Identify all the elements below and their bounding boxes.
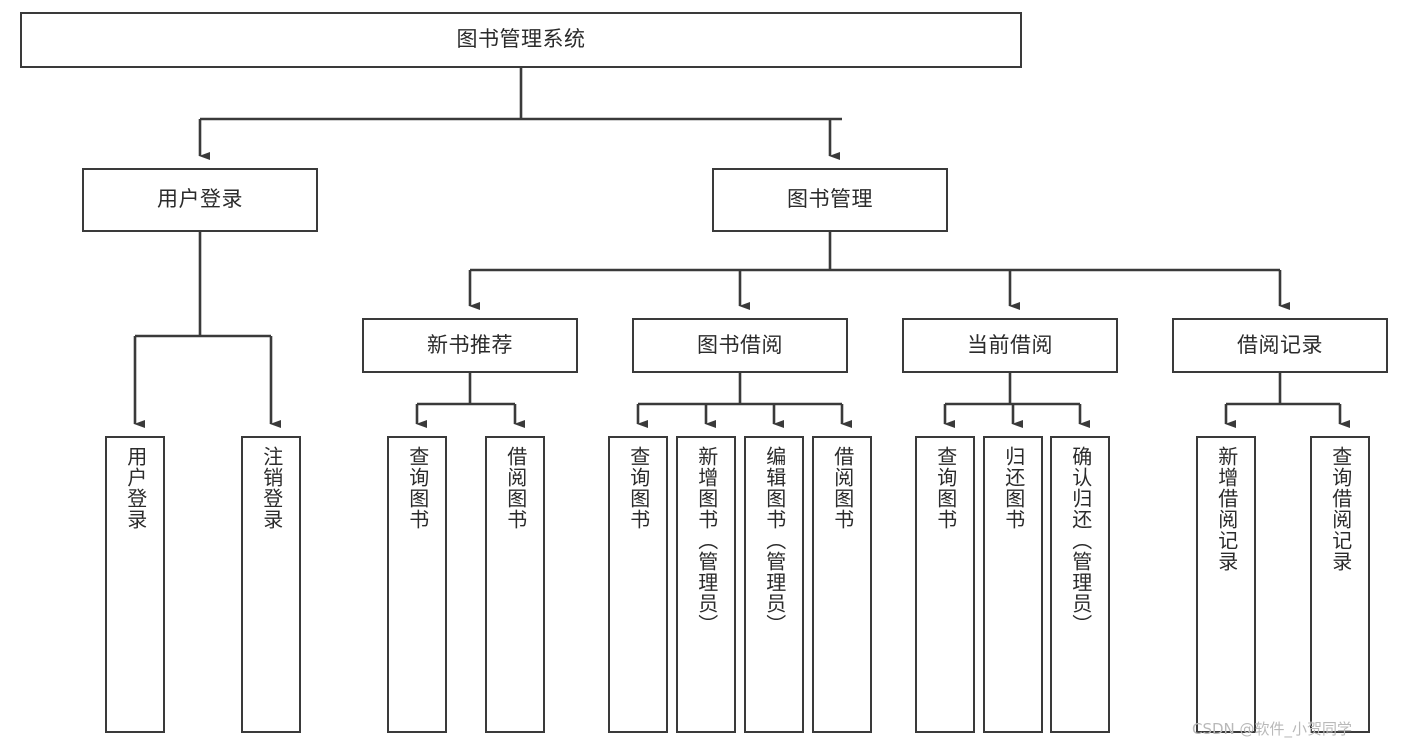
user-login-to-leaves	[133, 232, 281, 428]
node-book-management[interactable]: 图书管理	[712, 168, 948, 232]
leaf-query-book-rec[interactable]: 查询图书	[387, 436, 447, 733]
leaf-add-borrow-record-label: 新增借阅记录	[1214, 446, 1239, 572]
leaf-logout-label: 注销登录	[259, 446, 284, 530]
node-book-borrow[interactable]: 图书借阅	[632, 318, 848, 373]
node-book-borrow-label: 图书借阅	[697, 332, 783, 357]
leaf-query-book-borrow[interactable]: 查询图书	[608, 436, 668, 733]
leaf-add-borrow-record[interactable]: 新增借阅记录	[1196, 436, 1256, 733]
csdn-watermark: CSDN @软件_小贺同学	[1192, 720, 1353, 738]
node-user-login[interactable]: 用户登录	[82, 168, 318, 232]
leaf-query-book-borrow-label: 查询图书	[626, 446, 651, 530]
node-book-management-label: 图书管理	[787, 187, 873, 212]
leaf-query-borrow-record[interactable]: 查询借阅记录	[1310, 436, 1370, 733]
leaf-query-book-current[interactable]: 查询图书	[915, 436, 975, 733]
leaf-query-borrow-record-label: 查询借阅记录	[1328, 446, 1353, 572]
node-borrow-record-label: 借阅记录	[1237, 332, 1323, 357]
leaf-edit-book-admin-label: 编辑图书（管理员）	[762, 446, 787, 635]
leaf-borrow-book-rec-label: 借阅图书	[503, 446, 528, 530]
node-root[interactable]: 图书管理系统	[20, 12, 1022, 68]
leaf-borrow-book[interactable]: 借阅图书	[812, 436, 872, 733]
node-user-login-label: 用户登录	[157, 187, 243, 212]
leaf-return-book-label: 归还图书	[1001, 446, 1026, 530]
book-management-to-level3	[468, 232, 1290, 310]
node-current-borrow-label: 当前借阅	[967, 332, 1053, 357]
node-root-label: 图书管理系统	[456, 27, 586, 52]
node-new-book-recommend[interactable]: 新书推荐	[362, 318, 578, 373]
leaf-user-login[interactable]: 用户登录	[105, 436, 165, 733]
leaf-query-book-rec-label: 查询图书	[405, 446, 430, 530]
current-borrow-to-leaves	[943, 373, 1090, 428]
book-borrow-to-leaves	[636, 373, 852, 428]
leaf-confirm-return-admin-label: 确认归还（管理员）	[1068, 446, 1093, 635]
leaf-query-book-current-label: 查询图书	[933, 446, 958, 530]
node-borrow-record[interactable]: 借阅记录	[1172, 318, 1388, 373]
borrow-record-to-leaves	[1224, 373, 1350, 428]
new-book-recommend-to-leaves	[415, 373, 525, 428]
node-new-book-recommend-label: 新书推荐	[427, 332, 513, 357]
leaf-confirm-return-admin[interactable]: 确认归还（管理员）	[1050, 436, 1110, 733]
leaf-logout[interactable]: 注销登录	[241, 436, 301, 733]
leaf-borrow-book-rec[interactable]: 借阅图书	[485, 436, 545, 733]
leaf-add-book-admin-label: 新增图书（管理员）	[694, 446, 719, 635]
leaf-user-login-label: 用户登录	[123, 446, 148, 530]
leaf-return-book[interactable]: 归还图书	[983, 436, 1043, 733]
leaf-borrow-book-label: 借阅图书	[830, 446, 855, 530]
leaf-edit-book-admin[interactable]: 编辑图书（管理员）	[744, 436, 804, 733]
node-current-borrow[interactable]: 当前借阅	[902, 318, 1118, 373]
leaf-add-book-admin[interactable]: 新增图书（管理员）	[676, 436, 736, 733]
root-to-level2	[198, 68, 842, 160]
